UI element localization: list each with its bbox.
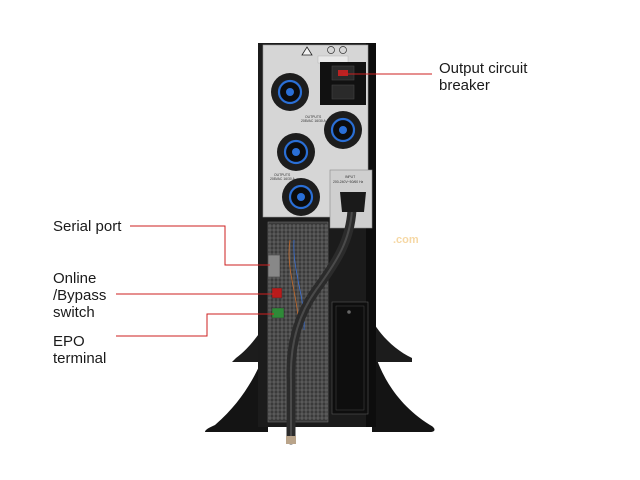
callout-line-epo bbox=[116, 313, 274, 337]
battery-connector-plate bbox=[331, 301, 369, 415]
front-stand-foot-right bbox=[372, 320, 412, 362]
rear-stand-foot bbox=[205, 345, 268, 432]
certification-mark-icon bbox=[327, 46, 335, 54]
outputs-rating: 208VAC 16/30 A bbox=[301, 119, 327, 123]
output-circuit-breaker-label: Output circuit breaker bbox=[439, 60, 528, 94]
input-label: INPUT bbox=[345, 175, 355, 179]
callout-line-serial bbox=[130, 225, 270, 266]
bypass-switch bbox=[271, 287, 283, 299]
chassis-side bbox=[366, 43, 376, 427]
circuit-breaker-toggle bbox=[338, 70, 348, 76]
epo-terminal-label: EPO terminal bbox=[53, 333, 107, 367]
serial-port bbox=[267, 254, 281, 278]
output-outlet bbox=[271, 73, 309, 111]
input-rating: 200-240V~50/60 Hz bbox=[333, 180, 364, 184]
warning-triangle-icon bbox=[301, 46, 313, 56]
power-cord-plug bbox=[340, 192, 366, 212]
outputs-label-2: OUTPUTS bbox=[274, 173, 291, 177]
power-cord-end bbox=[286, 436, 296, 444]
rear-stand-foot-right bbox=[372, 345, 435, 432]
outputs-rating-2: 208VAC 16/30 A bbox=[270, 177, 296, 181]
output-outlet bbox=[324, 111, 362, 149]
output-outlet bbox=[282, 178, 320, 216]
watermark: .com bbox=[393, 234, 419, 246]
online-bypass-switch-label: Online /Bypass switch bbox=[53, 270, 107, 321]
certification-mark-icon-2 bbox=[339, 46, 347, 54]
serial-port-label: Serial port bbox=[53, 218, 122, 235]
outputs-label: OUTPUTS bbox=[305, 115, 322, 119]
output-outlet bbox=[277, 133, 315, 171]
circuit-breaker-switch-2 bbox=[331, 84, 355, 100]
epo-terminal bbox=[271, 307, 285, 319]
rating-label bbox=[317, 55, 349, 64]
